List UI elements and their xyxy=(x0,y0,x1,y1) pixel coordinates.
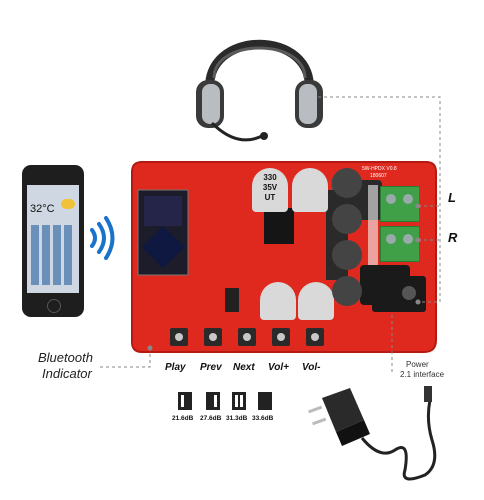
weather-icon xyxy=(61,199,75,209)
right-speaker-terminal xyxy=(380,226,420,262)
vol-down-button-label: Vol- xyxy=(302,362,321,373)
capacitor xyxy=(298,282,334,320)
inductor xyxy=(332,240,362,270)
gain-label: 33.6dB xyxy=(252,415,274,422)
play-button-label: Play xyxy=(165,362,186,373)
inductor xyxy=(332,204,362,234)
phone-home-button xyxy=(47,299,61,313)
gain-jumper-icon xyxy=(232,392,246,410)
app-grid xyxy=(31,225,75,285)
silkscreen-label: 5W-HPDX V0.8 xyxy=(362,166,397,172)
bluetooth-signal-icon xyxy=(90,216,115,260)
capacitor: 330 35V UT xyxy=(252,168,288,212)
prev-button-label: Prev xyxy=(200,362,222,373)
capacitor xyxy=(292,168,328,212)
smartphone: 32°C xyxy=(22,165,84,317)
left-channel-label: L xyxy=(448,190,456,205)
gain-jumper-icon xyxy=(178,392,192,410)
gain-jumper-icon xyxy=(206,392,220,410)
headphones-icon xyxy=(196,39,323,142)
right-channel-label: R xyxy=(448,230,458,245)
gain-setting-group: 21.6dB 27.6dB 31.3dB 33.6dB xyxy=(172,392,276,428)
capacitor xyxy=(260,282,296,320)
vol-up-button-label: Vol+ xyxy=(268,362,290,373)
phone-screen: 32°C xyxy=(27,185,79,293)
inductor xyxy=(332,168,362,198)
inductor xyxy=(332,276,362,306)
power-adapter-icon xyxy=(308,386,437,481)
bluetooth-indicator-label: Bluetooth Indicator xyxy=(38,350,93,381)
silkscreen-label: 180607 xyxy=(370,173,387,179)
left-speaker-terminal xyxy=(380,186,420,222)
power-label: Power 2.1 interface xyxy=(400,360,445,379)
next-button-label: Next xyxy=(233,362,255,373)
gain-label: 21.6dB xyxy=(172,415,194,422)
gain-label: 27.6dB xyxy=(200,415,222,422)
gain-jumper-icon xyxy=(258,392,272,410)
dc-power-jack xyxy=(372,276,426,312)
gain-label: 31.3dB xyxy=(226,415,248,422)
phone-temperature: 32°C xyxy=(30,203,55,215)
